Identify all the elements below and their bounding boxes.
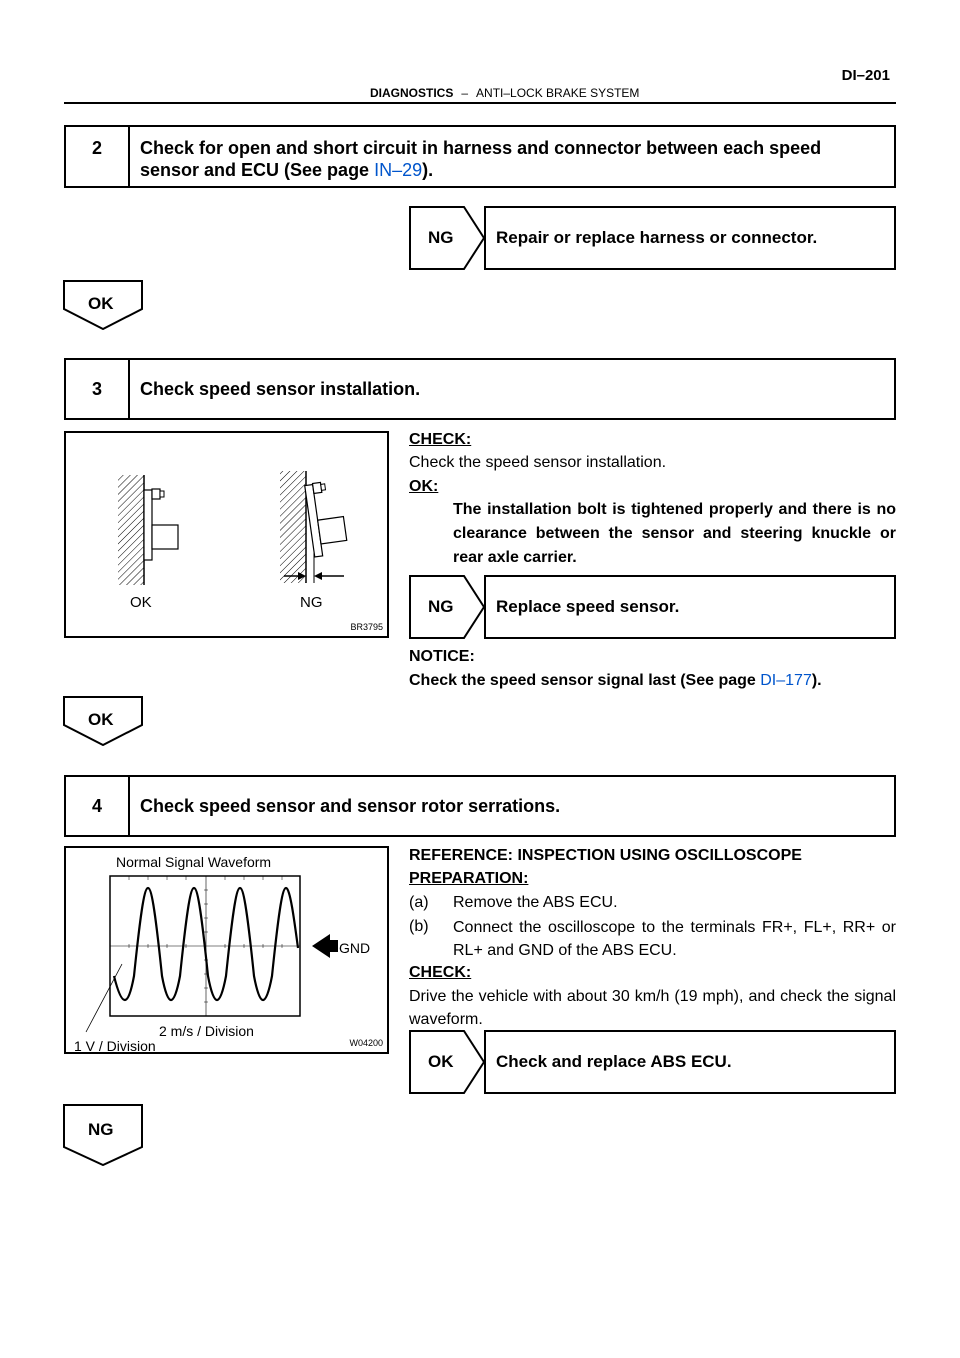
- page-number: DI–201: [841, 67, 890, 84]
- step-4-ok-label: OK: [428, 1052, 454, 1071]
- step-3-number: 3: [66, 360, 130, 418]
- preparation-heading: PREPARATION:: [409, 870, 529, 887]
- prep-a-text: Remove the ABS ECU.: [453, 894, 618, 911]
- step-3-box: 3 Check speed sensor installation.: [64, 358, 896, 420]
- step-3-ng-arrow-icon: [409, 575, 486, 639]
- step-4-ok-result: Check and replace ABS ECU.: [496, 1052, 732, 1071]
- step-2-ok-arrow-icon: [63, 280, 143, 330]
- step-4-number: 4: [66, 777, 130, 835]
- notice-text-main: Check the speed sensor signal last (See …: [409, 672, 761, 689]
- step-2-box: 2 Check for open and short circuit in ha…: [64, 125, 896, 188]
- waveform-figure: Normal Signal Waveform GND 2 m/s / Divis…: [64, 846, 389, 1054]
- waveform-time-division: 2 m/s / Division: [159, 1023, 254, 1039]
- sensor-installation-drawing: [118, 471, 348, 585]
- waveform-title: Normal Signal Waveform: [116, 854, 272, 870]
- figure-label-ok: OK: [130, 594, 152, 611]
- step-2-ng-label: NG: [428, 228, 454, 247]
- step-3-ok-text: The installation bolt is tightened prope…: [453, 501, 896, 566]
- step-4-title: Check speed sensor and sensor rotor serr…: [140, 796, 561, 816]
- oscilloscope-waveform: [85, 875, 338, 1033]
- step-3-check-heading: CHECK:: [409, 431, 472, 448]
- step-2-page-link[interactable]: IN–29: [374, 160, 423, 180]
- step-2-title-end: ).: [422, 160, 434, 180]
- step-3-ok-heading: OK:: [409, 478, 439, 495]
- notice-heading: NOTICE:: [409, 648, 475, 665]
- figure-label-ng: NG: [300, 594, 323, 611]
- step-3-ng-result: Replace speed sensor.: [496, 597, 680, 616]
- running-header: DIAGNOSTICS–ANTI–LOCK BRAKE SYSTEM: [370, 86, 639, 100]
- step-4-ng-arrow-icon: [63, 1104, 143, 1166]
- step-4-ok-result-box: Check and replace ABS ECU.: [484, 1030, 896, 1094]
- reference-heading: REFERENCE: INSPECTION USING OSCILLOSCOPE: [409, 847, 802, 864]
- step-3-check-text: Check the speed sensor installation.: [409, 454, 667, 471]
- step-3-title: Check speed sensor installation.: [140, 379, 421, 399]
- prep-b-text: Connect the oscilloscope to the terminal…: [453, 919, 896, 959]
- step-2-ng-arrow-icon: [409, 206, 486, 270]
- step-3-ok-arrow-icon: [63, 696, 143, 746]
- step-2-ng-result-box: Repair or replace harness or connector.: [484, 206, 896, 270]
- step-3-ng-label: NG: [428, 597, 454, 616]
- notice-text-end: ).: [811, 672, 822, 689]
- waveform-volt-division: 1 V / Division: [74, 1038, 156, 1054]
- step-3-ok-label: OK: [88, 710, 114, 729]
- step-4-ng-label: NG: [88, 1120, 114, 1139]
- header-separator: –: [461, 86, 469, 100]
- step-4-box: 4 Check speed sensor and sensor rotor se…: [64, 775, 896, 837]
- header-subsection: ANTI–LOCK BRAKE SYSTEM: [476, 86, 640, 100]
- step-3-ng-result-box: Replace speed sensor.: [484, 575, 896, 639]
- step-4-check-heading: CHECK:: [409, 964, 472, 981]
- step-2-ng-result: Repair or replace harness or connector.: [496, 228, 818, 247]
- waveform-figure-code: W04200: [349, 1038, 383, 1048]
- prep-b-label: (b): [409, 918, 429, 935]
- step-2-title-text: Check for open and short circuit in harn…: [140, 138, 822, 180]
- step-2-ok-label: OK: [88, 294, 114, 313]
- figure-code: BR3795: [350, 622, 383, 632]
- header-section: DIAGNOSTICS: [370, 86, 454, 100]
- header-rule: [64, 102, 896, 104]
- notice-text: Check the speed sensor signal last (See …: [409, 670, 822, 692]
- notice-page-link[interactable]: DI–177: [760, 672, 812, 689]
- step-4-check-text: Drive the vehicle with about 30 km/h (19…: [409, 988, 896, 1028]
- step-4-ok-arrow-icon: [409, 1030, 486, 1094]
- waveform-gnd-label: GND: [339, 940, 371, 956]
- prep-a-label: (a): [409, 894, 429, 911]
- step-2-number: 2: [66, 127, 130, 186]
- step-2-title: Check for open and short circuit in harn…: [140, 137, 884, 181]
- sensor-installation-figure: OK NG BR3795: [64, 431, 389, 638]
